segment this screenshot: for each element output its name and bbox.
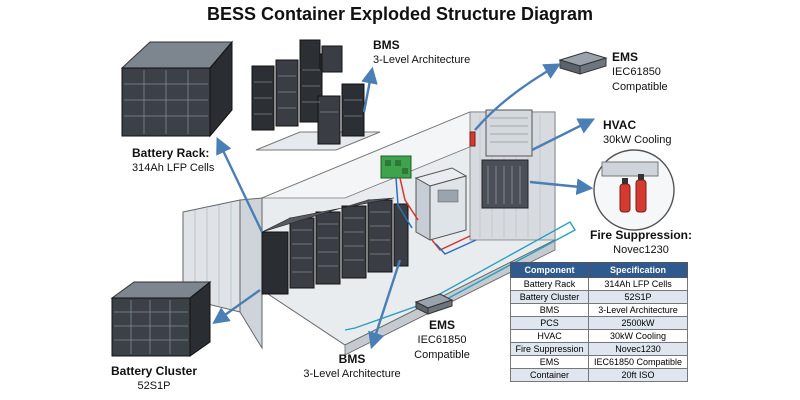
hvac-units <box>469 109 533 209</box>
bms-board <box>380 155 412 179</box>
label-ems-top-detail2: Compatible <box>612 81 668 93</box>
label-battery-rack-name: Battery Rack: <box>132 146 210 160</box>
spec-cell: 3-Level Architecture <box>588 303 688 317</box>
label-bms-top: BMS 3-Level Architecture <box>373 38 470 67</box>
label-fire-suppression: Fire Suppression: Novec1230 <box>586 228 696 257</box>
pcs-cabinet <box>414 167 468 241</box>
label-hvac: HVAC 30kW Cooling <box>603 118 671 147</box>
spec-cell: Container <box>509 368 590 382</box>
ems-box-mid <box>414 293 454 315</box>
callout-arrows <box>212 63 596 350</box>
spec-cell: Fire Suppression <box>509 342 590 356</box>
ems-box-top <box>558 51 608 75</box>
label-battery-rack-detail: 314Ah LFP Cells <box>132 162 215 174</box>
label-ems-top-name: EMS <box>612 50 639 64</box>
label-hvac-name: HVAC <box>603 118 637 132</box>
label-fire-suppression-name: Fire Suppression: <box>589 228 693 242</box>
label-ems-mid-name: EMS <box>428 318 455 332</box>
spec-cell: 314Ah LFP Cells <box>588 277 688 291</box>
label-bms-top-name: BMS <box>373 38 400 52</box>
spec-header-component: Component <box>509 262 590 278</box>
spec-cell: 20ft ISO <box>588 368 688 382</box>
spec-table-header-row: Component Specification <box>509 262 688 278</box>
spec-cell: IEC61850 Compatible <box>588 355 688 369</box>
spec-cell: 2500kW <box>588 316 688 330</box>
label-battery-cluster: Battery Cluster 52S1P <box>106 364 202 393</box>
label-bms-top-detail: 3-Level Architecture <box>373 54 471 66</box>
spec-cell: EMS <box>509 355 590 369</box>
label-battery-cluster-name: Battery Cluster <box>110 364 198 378</box>
spec-cell: 30kW Cooling <box>588 329 688 343</box>
label-hvac-detail: 30kW Cooling <box>603 134 672 146</box>
battery-rack-exploded <box>120 40 234 138</box>
label-battery-rack: Battery Rack: 314Ah LFP Cells <box>132 146 214 175</box>
label-ems-top-detail1: IEC61850 <box>612 66 661 78</box>
label-ems-top: EMS IEC61850 Compatible <box>612 50 668 94</box>
label-ems-mid: EMS IEC61850 Compatible <box>404 318 480 362</box>
label-bms-bottom: BMS 3-Level Architecture <box>300 352 404 381</box>
spec-cell: BMS <box>509 303 590 317</box>
label-ems-mid-detail1: IEC61850 <box>417 334 467 346</box>
spec-cell: PCS <box>509 316 590 330</box>
fire-suppression-detail <box>593 149 675 231</box>
label-battery-cluster-detail: 52S1P <box>137 380 171 392</box>
battery-racks-inside <box>261 197 409 295</box>
spec-cell: 52S1P <box>588 290 688 304</box>
battery-cluster-exploded <box>110 280 212 357</box>
label-ems-mid-detail2: Compatible <box>414 349 470 361</box>
bms-towers <box>251 39 381 151</box>
label-bms-bottom-detail: 3-Level Architecture <box>303 368 401 380</box>
diagram-title: BESS Container Exploded Structure Diagra… <box>206 4 594 24</box>
cables <box>395 177 477 255</box>
spec-cell: Battery Rack <box>509 277 590 291</box>
spec-header-specification: Specification <box>588 262 688 278</box>
label-bms-bottom-name: BMS <box>338 352 366 366</box>
spec-cell: Battery Cluster <box>509 290 590 304</box>
label-fire-suppression-detail: Novec1230 <box>613 244 669 256</box>
spec-cell: Novec1230 <box>588 342 688 356</box>
spec-cell: HVAC <box>509 329 590 343</box>
